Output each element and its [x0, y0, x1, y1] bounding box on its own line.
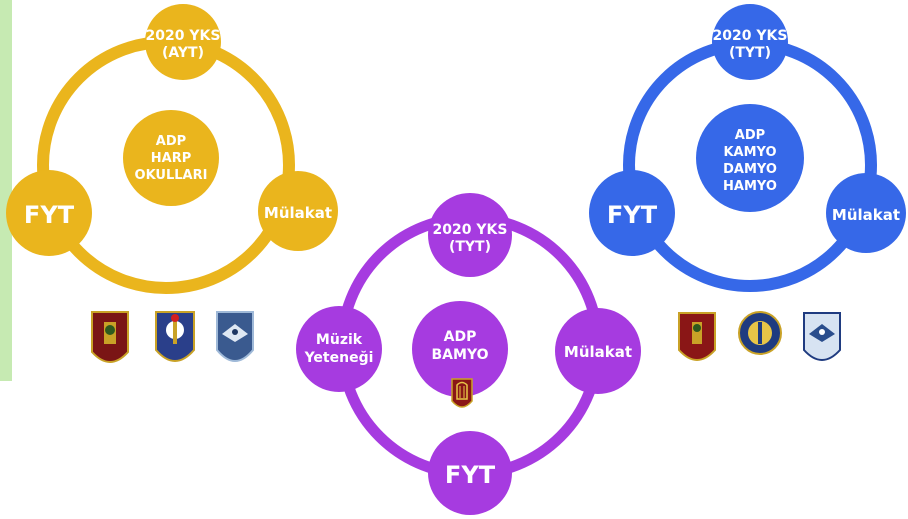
gold-top-line-1: 2020 YKS [146, 28, 221, 44]
purple-top-line-1: 2020 YKS [433, 222, 508, 238]
blue-top-line-2: (TYT) [729, 45, 771, 61]
blue-center-line-4: HAMYO [723, 179, 777, 194]
purple-top-node [428, 193, 512, 277]
purple-center-node [412, 301, 508, 397]
gold-left-label: FYT [24, 201, 75, 229]
blue-center-line-2: KAMYO [723, 145, 776, 160]
blue-top-line-1: 2020 YKS [713, 28, 788, 44]
diagram-kamyo: 2020 YKS (TYT) FYT Mülakat ADP KAMYO DAM… [589, 4, 906, 361]
gold-center-line-1: ADP [156, 134, 186, 149]
purple-left-line-1: Müzik [316, 332, 363, 348]
gold-left-node [6, 170, 92, 256]
blue-center-line-3: DAMYO [723, 162, 777, 177]
left-accent-strip [0, 0, 12, 381]
purple-bottom-node [428, 431, 512, 515]
gold-right-node [258, 171, 338, 251]
purple-right-label: Mülakat [564, 343, 632, 361]
purple-center-line-2: BAMYO [432, 347, 489, 363]
hava-harp-okulu-emblem [216, 311, 254, 362]
gold-center-line-2: HARP [151, 151, 191, 166]
blue-right-label: Mülakat [832, 206, 900, 224]
blue-right-node [826, 173, 906, 253]
blue-top-node [712, 4, 788, 80]
deniz-myo-emblem [738, 311, 782, 355]
blue-left-node [589, 170, 675, 256]
gold-top-line-2: (AYT) [162, 45, 204, 61]
hava-myo-emblem [803, 312, 841, 361]
purple-top-line-2: (TYT) [449, 239, 491, 255]
bando-emblem [451, 378, 473, 408]
purple-left-line-2: Yeteneği [304, 350, 374, 366]
purple-center-line-1: ADP [444, 329, 477, 345]
diagram-harp-okullari: 2020 YKS (AYT) FYT Mülakat ADP HARP OKUL… [6, 4, 338, 363]
purple-bottom-label: FYT [445, 461, 496, 489]
kara-harp-okulu-emblem [91, 311, 129, 363]
gold-center-node [123, 110, 219, 206]
gold-top-node [145, 4, 221, 80]
gold-center-line-3: OKULLARI [135, 168, 208, 183]
diagram-bamyo: 2020 YKS (TYT) Müzik Yeteneği Mülakat FY… [296, 193, 641, 515]
purple-left-node [296, 306, 382, 392]
blue-center-line-1: ADP [735, 128, 765, 143]
deniz-harp-okulu-emblem [155, 311, 195, 362]
gold-right-label: Mülakat [264, 204, 332, 222]
kara-myo-emblem [678, 312, 716, 361]
purple-right-node [555, 308, 641, 394]
blue-left-label: FYT [607, 201, 658, 229]
blue-center-node [696, 104, 804, 212]
